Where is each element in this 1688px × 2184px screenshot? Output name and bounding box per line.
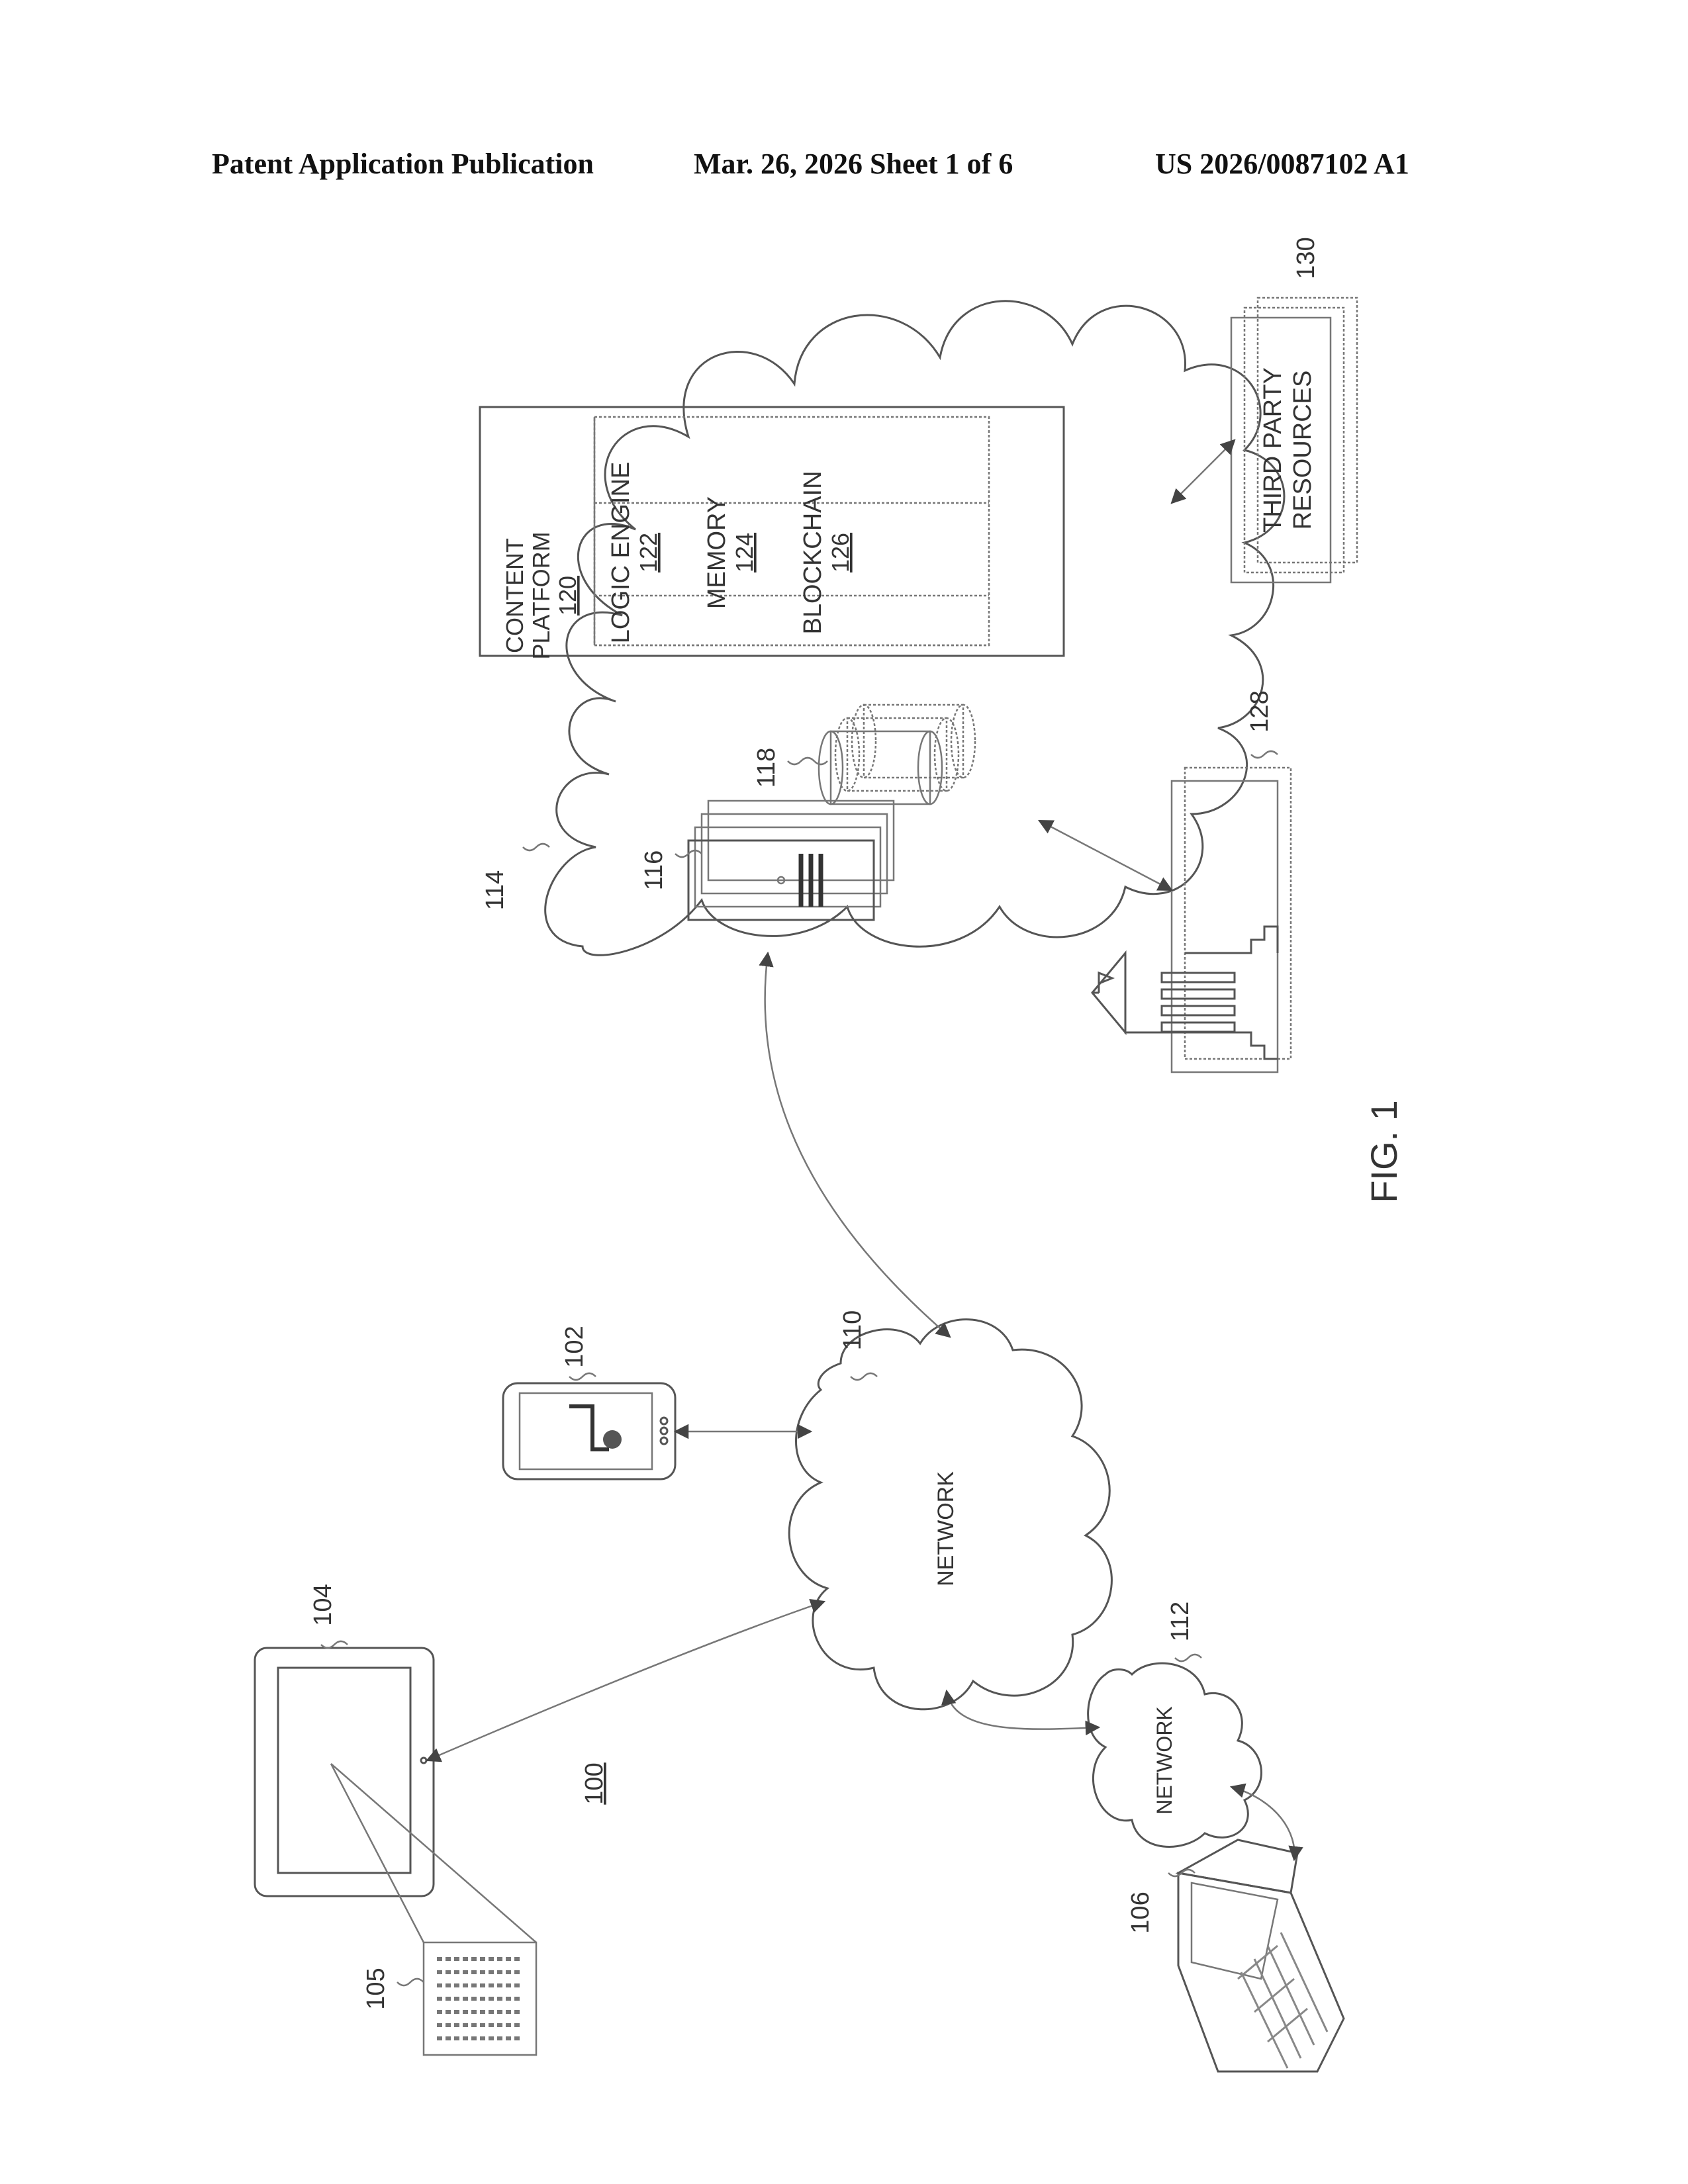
memory-ref: 124 (731, 533, 758, 572)
logic-engine-label: LOGIC ENGINE (607, 462, 635, 644)
mobile-phone-icon (503, 1383, 675, 1479)
system-ref: 100 (581, 1762, 608, 1804)
document-ref: 105 (362, 1968, 390, 2009)
network-110-label: NETWORK (933, 1471, 959, 1586)
figure-caption: FIG. 1 (1363, 1100, 1405, 1203)
laptop-icon (1178, 1840, 1344, 2071)
content-platform-box (480, 407, 1064, 656)
cloud-ref: 114 (481, 870, 509, 911)
server-stack-icon (688, 801, 894, 920)
logic-engine-ref: 122 (635, 533, 662, 572)
laptop-ref: 106 (1127, 1891, 1154, 1933)
blockchain-ref: 126 (827, 533, 854, 572)
third-party-line2: RESOURCES (1289, 371, 1317, 530)
tablet-ref: 104 (309, 1584, 337, 1625)
blockchain-label: BLOCKCHAIN (799, 471, 827, 634)
tablet-icon (255, 1648, 434, 1896)
platform-label-line2: PLATFORM (528, 531, 555, 659)
third-party-line1: THIRD PARTY (1259, 367, 1287, 533)
database-cylinders-icon (819, 705, 975, 804)
third-party-ref: 130 (1292, 237, 1320, 279)
network-112-ref: 112 (1166, 1602, 1194, 1642)
servers-ref: 116 (640, 850, 668, 891)
platform-label-line1: CONTENT (501, 538, 528, 653)
institution-ref: 128 (1246, 690, 1274, 732)
mobile-ref: 102 (561, 1326, 588, 1367)
databases-ref: 118 (753, 748, 780, 788)
platform-inner-box (594, 417, 989, 645)
platform-ref: 120 (554, 576, 581, 615)
memory-label: MEMORY (703, 496, 731, 609)
network-110-ref: 110 (839, 1310, 867, 1351)
network-112-label: NETWORK (1152, 1706, 1176, 1815)
